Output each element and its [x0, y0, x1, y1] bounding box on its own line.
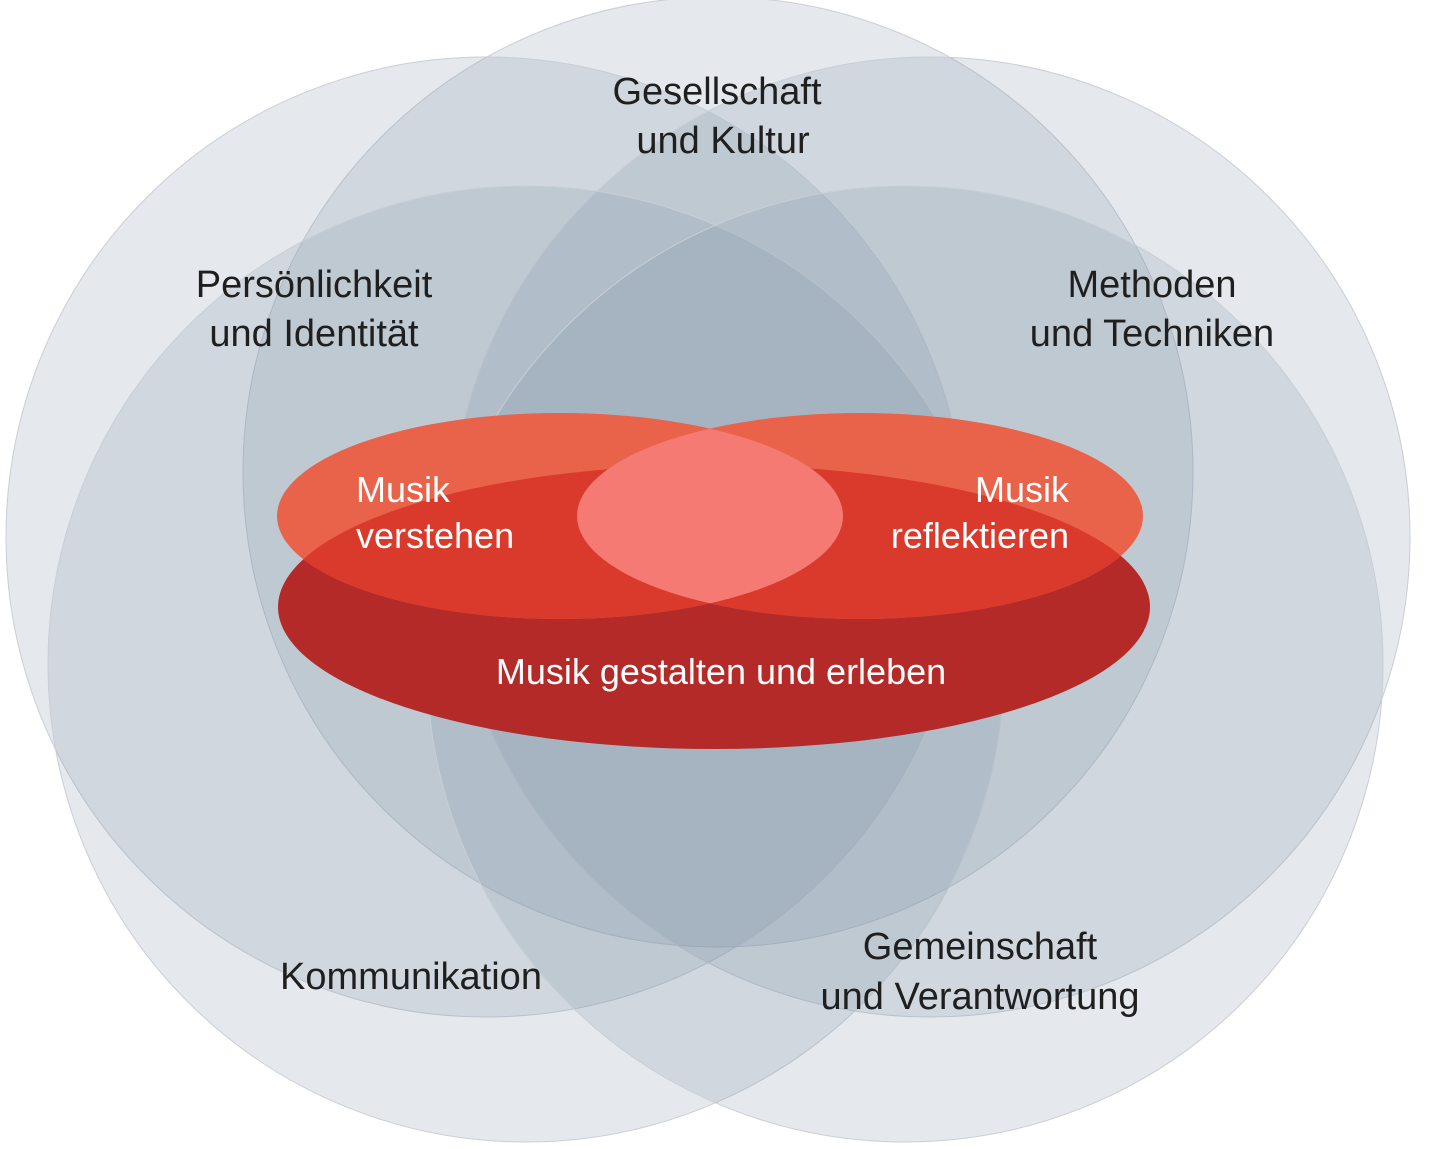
label-persoenlichkeit-line2: und Identität: [209, 313, 419, 355]
label-gesellschaft-line2: und Kultur: [636, 120, 810, 162]
label-persoenlichkeit-line1: Persönlichkeit: [196, 264, 433, 306]
label-gemeinschaft-line1: Gemeinschaft: [863, 926, 1098, 968]
label-methoden-line1: Methoden: [1067, 264, 1236, 306]
label-kommunikation: Kommunikation: [280, 956, 542, 998]
circle-labels: Gesellschaft und Kultur Persönlichkeit u…: [196, 71, 1274, 1018]
label-gesellschaft-line1: Gesellschaft: [612, 71, 822, 113]
lens-center: [577, 413, 843, 619]
label-verstehen-line2: verstehen: [356, 515, 514, 556]
label-reflektieren-line2: reflektieren: [891, 515, 1069, 556]
label-gestalten: Musik gestalten und erleben: [496, 651, 946, 692]
label-reflektieren-line1: Musik: [975, 469, 1070, 510]
label-gemeinschaft-line2: und Verantwortung: [820, 976, 1139, 1018]
core-labels: Musik verstehen Musik reflektieren Musik…: [356, 469, 1070, 692]
label-methoden-line2: und Techniken: [1030, 313, 1274, 355]
label-verstehen-line1: Musik: [356, 469, 451, 510]
core-ellipses: [277, 413, 1150, 749]
